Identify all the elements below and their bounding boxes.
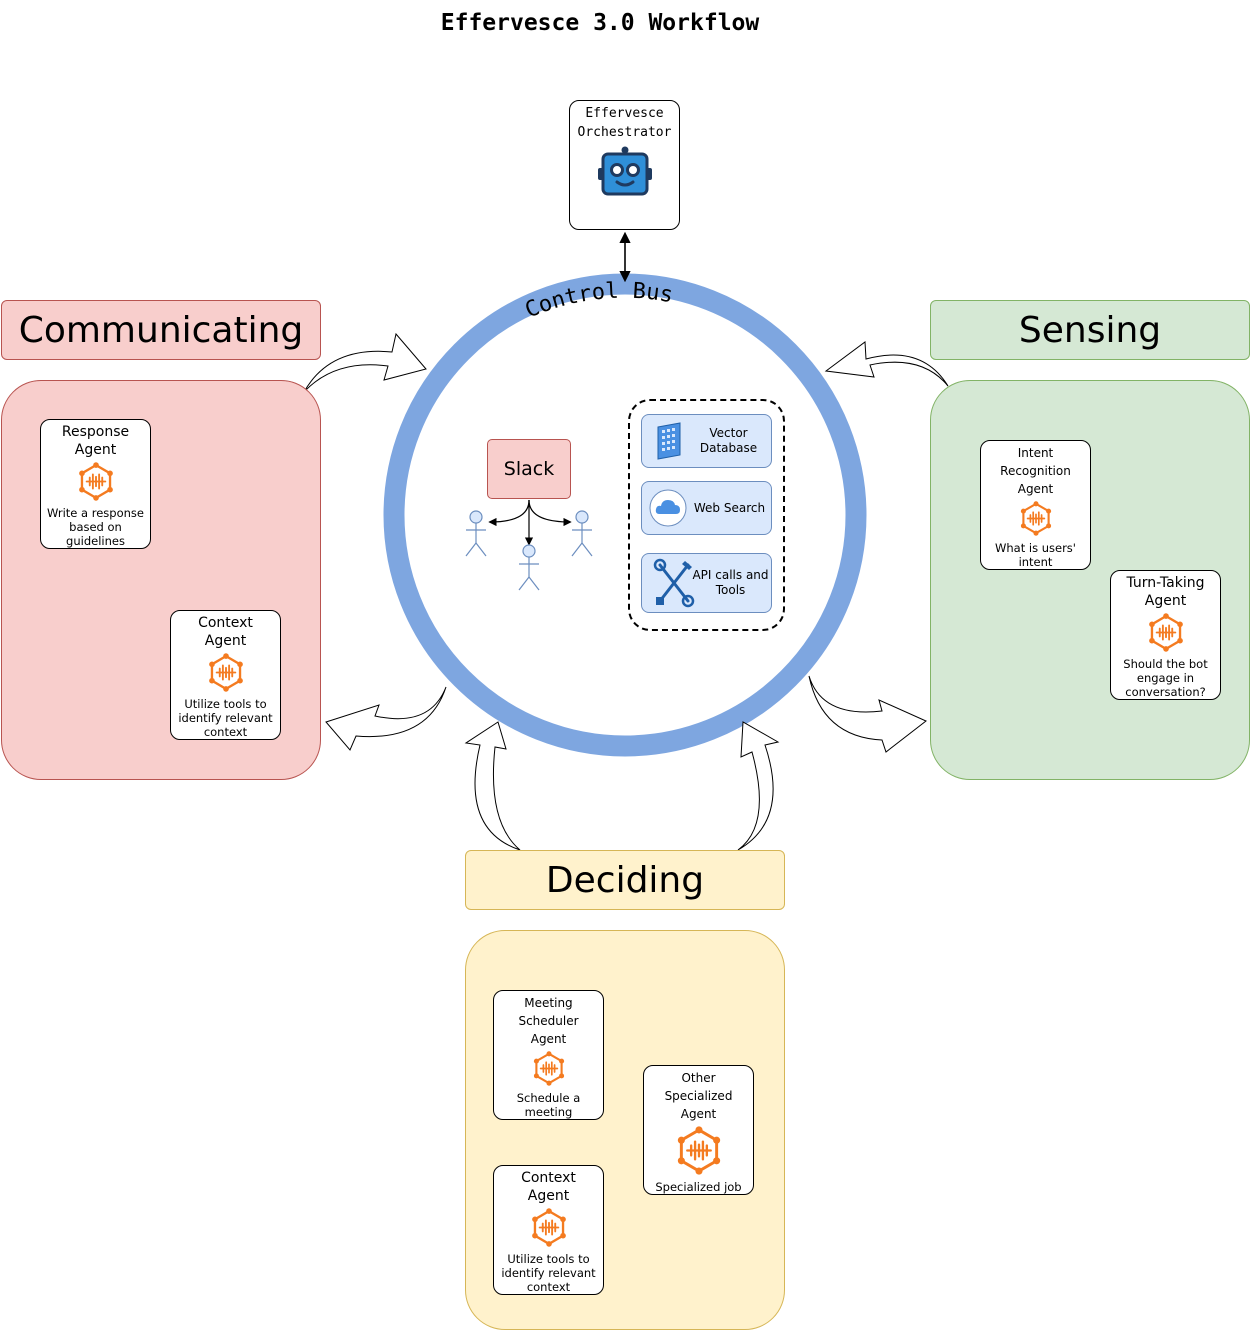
tool-label-line1: Web Search (693, 500, 766, 515)
tool-label-line1: Vector (709, 426, 748, 440)
agent-desc-line2: identify relevant (501, 1266, 596, 1280)
agent-icon (1141, 613, 1191, 652)
slack-box: Slack (487, 439, 571, 499)
agent-title-line2: Agent (527, 1188, 570, 1204)
user-icons (465, 510, 593, 591)
agent-desc-line1: What is users' (995, 541, 1076, 555)
agent-title-line1: Other Specialized (664, 1071, 733, 1103)
tool-web-search: Web Search (641, 481, 772, 535)
tool-label-line1: API calls and (692, 568, 769, 582)
deciding-header: Deciding (465, 850, 785, 910)
agent-icon (524, 1208, 574, 1247)
agent-title-line2: Agent (1017, 482, 1054, 496)
sensing-header: Sensing (930, 300, 1250, 360)
agent-desc-line2: engage in (1136, 671, 1195, 685)
sensing-title: Sensing (1018, 309, 1162, 351)
communicating-header: Communicating (1, 300, 321, 360)
user-icon (571, 510, 593, 557)
control-bus-ring (383, 273, 867, 757)
agent-title-line1: Response (61, 424, 130, 440)
agent-card-turn-taking: Turn-Taking Agent Should the bot engage … (1110, 570, 1221, 700)
tools-group (628, 399, 785, 631)
agent-desc-line2: intent (1018, 555, 1053, 569)
database-icon (657, 422, 681, 460)
orchestrator-title-line1: Effervesce (585, 106, 664, 121)
agent-icon (201, 653, 251, 692)
agent-desc-line3: context (526, 1280, 571, 1294)
agent-icon (1011, 501, 1061, 536)
agent-desc-line2: meeting (524, 1105, 573, 1119)
cloud-icon (649, 489, 687, 527)
agent-title-line2: Agent (1144, 593, 1187, 609)
agent-card-meeting-scheduler: Meeting Scheduler Agent Schedule a meeti… (493, 990, 604, 1120)
slack-label: Slack (503, 458, 555, 480)
agent-icon (71, 462, 121, 501)
agent-desc-line3: conversation? (1125, 685, 1206, 699)
tool-api-calls: API calls and Tools (641, 553, 772, 613)
agent-title-line1: Turn-Taking (1126, 575, 1205, 591)
tool-label-line2: Database (699, 441, 758, 455)
agent-card-intent-recognition: Intent Recognition Agent What is users' … (980, 440, 1091, 570)
diagram-title: Effervesce 3.0 Workflow (440, 10, 760, 36)
agent-title-line2: Agent (74, 442, 117, 458)
agent-card-context: Context Agent Utilize tools to identify … (170, 610, 281, 740)
agent-card-other-specialized: Other Specialized Agent Specialized job (643, 1065, 754, 1195)
tools-icon (653, 558, 695, 608)
agent-title-line1: Context (198, 615, 253, 631)
communicating-title: Communicating (18, 309, 304, 351)
agent-title-line2: Agent (204, 633, 247, 649)
agent-icon (674, 1126, 724, 1175)
flow-arrows (303, 332, 949, 851)
robot-icon (597, 146, 652, 196)
agent-card-context-deciding: Context Agent Utilize tools to identify … (493, 1165, 604, 1295)
slack-user-links (488, 499, 572, 546)
agent-card-response: Response Agent Write a response based on… (40, 419, 151, 549)
agent-desc-line2: based on guidelines (66, 520, 125, 548)
agent-desc-line1: Utilize tools to (184, 697, 267, 711)
tool-vector-database: Vector Database (641, 414, 772, 468)
agent-title-line1: Context (521, 1170, 576, 1186)
agent-desc-line2: identify relevant (178, 711, 273, 725)
user-icon (518, 544, 540, 591)
orchestrator-title-line2: Orchestrator (577, 125, 672, 140)
agent-desc-line1: Utilize tools to (507, 1252, 590, 1266)
deciding-title: Deciding (545, 859, 705, 901)
agent-desc-line3: context (203, 725, 248, 739)
agent-title-line2: Agent (530, 1032, 567, 1046)
user-icon (465, 510, 487, 557)
orchestrator-box: Effervesce Orchestrator (569, 100, 680, 230)
agent-desc-line1: Write a response (47, 506, 144, 520)
agent-desc-line1: Should the bot (1123, 657, 1208, 671)
agent-title-line1: Intent Recognition (1000, 446, 1071, 478)
control-bus-label: Control Bus (522, 279, 675, 324)
agent-title-line1: Meeting Scheduler (518, 996, 579, 1028)
agent-desc-line1: Specialized job (655, 1180, 742, 1194)
agent-desc-line1: Schedule a (516, 1091, 581, 1105)
agent-title-line2: Agent (680, 1107, 717, 1121)
tool-label-line2: Tools (715, 583, 746, 597)
agent-icon (524, 1051, 574, 1086)
